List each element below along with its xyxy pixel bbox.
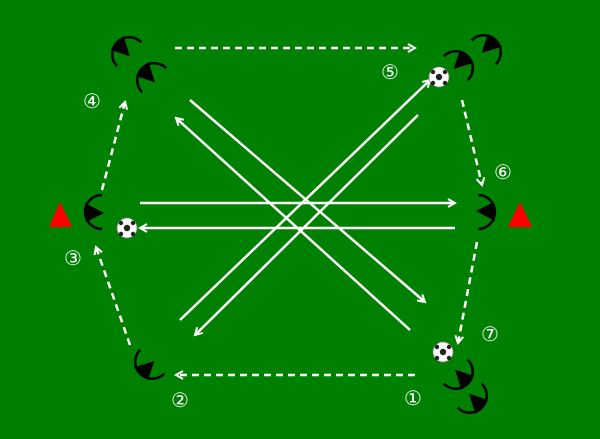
soccer-ball-icon: [116, 217, 138, 239]
player-icon: [469, 26, 510, 67]
player-number-6: ⑥: [494, 160, 512, 184]
soccer-ball-icon: [432, 341, 454, 363]
arrow-icon: [195, 114, 419, 335]
arrow-icon: [458, 241, 479, 343]
player-number-7: ⑦: [481, 322, 499, 346]
solid-run-arrows: [140, 80, 455, 335]
player-number-3: ③: [64, 246, 82, 270]
player-icon: [83, 193, 106, 231]
player-icon: [128, 54, 169, 95]
player-number-4: ④: [83, 89, 101, 113]
player-number-1: ①: [404, 386, 422, 410]
arrow-icon: [176, 118, 411, 331]
arrow-icon: [189, 99, 425, 302]
arrow-icon: [179, 80, 430, 321]
soccer-ball-icon: [428, 66, 450, 88]
cone-icon: [49, 202, 72, 227]
arrow-icon: [460, 99, 482, 185]
player-number-5: ⑤: [381, 60, 399, 84]
arrow-icon: [96, 247, 132, 346]
player-number-2: ②: [171, 388, 189, 412]
player-icon: [441, 357, 482, 398]
dashed-pass-arrows: [96, 48, 482, 375]
player-icon: [103, 28, 144, 69]
player-icon: [474, 193, 497, 231]
arrow-icon: [100, 102, 125, 191]
cone-icon: [508, 202, 532, 227]
player-icon: [126, 347, 167, 388]
